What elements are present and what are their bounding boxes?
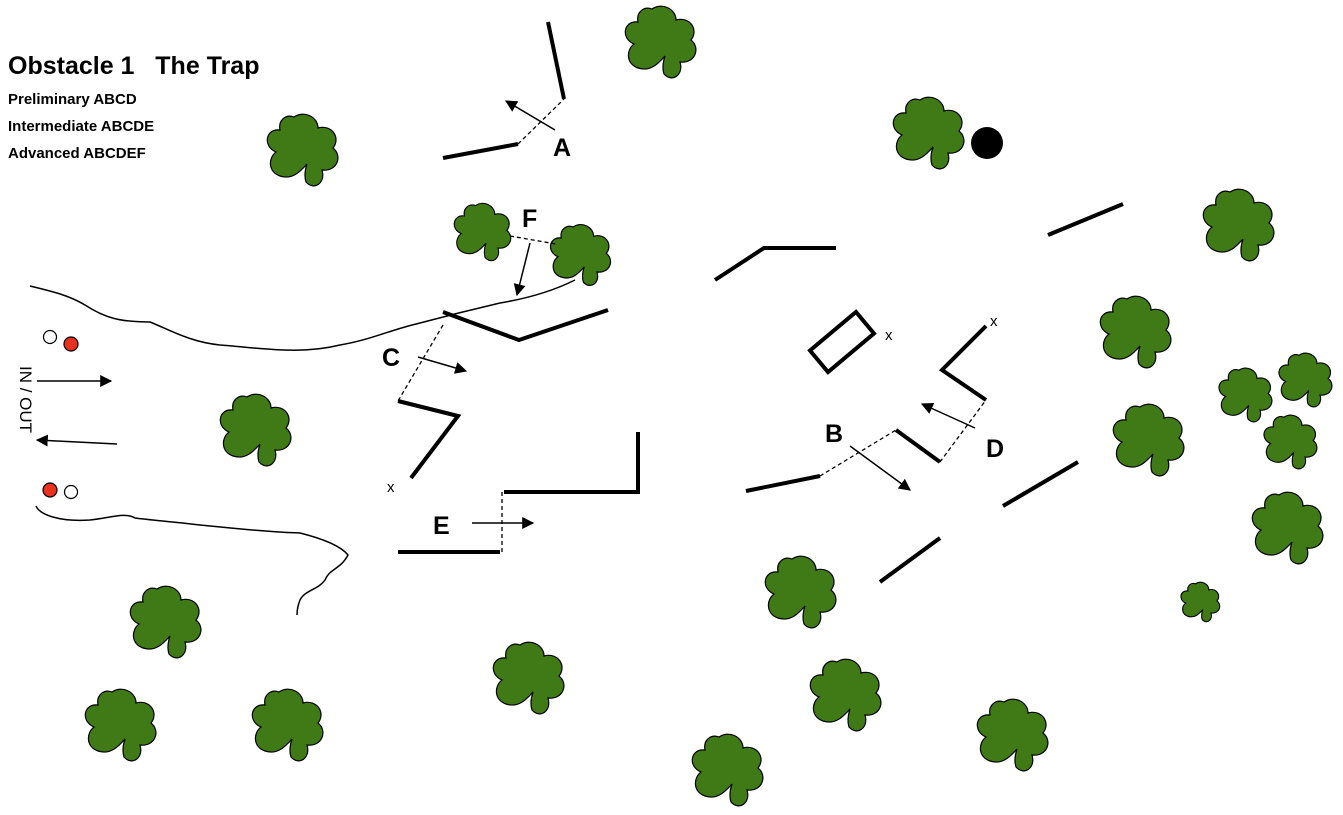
marker-x-d: x — [990, 313, 998, 330]
tree-icon — [624, 5, 697, 79]
tree-icon — [549, 223, 612, 287]
gate-a-line — [517, 98, 565, 145]
gate-label-d: D — [986, 435, 1004, 463]
level-preliminary: Preliminary ABCD — [8, 91, 137, 108]
fence-c-upper — [442, 308, 609, 343]
arrow-b — [849, 445, 911, 491]
fence-b-right — [894, 428, 942, 464]
creek-bank-lower — [35, 505, 349, 616]
gate-d-line — [939, 399, 987, 463]
tree-icon — [1278, 352, 1333, 408]
fence-e-upper — [504, 432, 640, 494]
gate-label-b: B — [825, 420, 843, 448]
gate-label-c: C — [382, 344, 400, 372]
tree-icon — [251, 688, 324, 762]
tree-icon — [492, 641, 565, 715]
fence-right-top — [1047, 202, 1124, 237]
tree-icon — [1112, 403, 1185, 477]
tree-icon — [266, 113, 339, 187]
gate-label-f: F — [522, 205, 537, 233]
fence-a-left — [442, 142, 519, 160]
direction-arrows — [35, 100, 976, 529]
marker-x-c: x — [387, 479, 395, 496]
gate-c-line — [397, 324, 444, 402]
fence-d-upper — [938, 324, 988, 402]
arrow-out — [35, 434, 118, 447]
fence-c-lower — [397, 399, 462, 480]
box-obstacle — [807, 309, 877, 375]
arrow-d — [920, 402, 976, 429]
gate-dashes — [397, 98, 987, 552]
fence-mid-top — [713, 246, 836, 282]
level-intermediate: Intermediate ABCDE — [8, 118, 155, 135]
tree-icon — [691, 733, 764, 807]
tree-icon — [1263, 414, 1318, 470]
creek-bank-upper — [29, 279, 576, 351]
gate-label-a: A — [553, 134, 571, 162]
tree-icon — [976, 698, 1049, 772]
arrow-c — [417, 356, 468, 374]
red-flag-lower — [42, 482, 58, 498]
fence-b-left — [745, 474, 821, 493]
gate-b-line — [819, 429, 897, 477]
level-advanced: Advanced ABCDEF — [8, 145, 146, 162]
tree-icon — [453, 202, 512, 262]
tree-icon — [809, 658, 882, 732]
tree-icon — [219, 393, 292, 467]
obstacle-title: Obstacle 1 The Trap — [8, 52, 260, 80]
fences — [397, 21, 1124, 584]
tree-icon — [764, 555, 837, 629]
black-marker-dot — [971, 127, 1003, 159]
arrow-f — [513, 242, 531, 297]
white-flag-lower — [63, 484, 79, 500]
entrance-label: IN / OUT — [16, 366, 35, 433]
fence-right-mid — [1001, 460, 1080, 508]
tree-icon — [892, 96, 965, 170]
gate-label-e: E — [433, 512, 450, 540]
arrow-a — [504, 100, 556, 131]
gate-f-line — [509, 235, 557, 245]
title-block: Obstacle 1 The Trap Preliminary ABCD Int… — [8, 52, 259, 162]
tree-icon — [1218, 367, 1273, 423]
fence-right-low — [878, 536, 942, 584]
tree-icon — [129, 585, 202, 659]
red-flag-upper — [63, 336, 79, 352]
white-flag-upper — [42, 329, 58, 345]
tree-icon — [1202, 188, 1275, 262]
tree-icon — [1099, 295, 1172, 369]
marker-x-box: x — [885, 327, 893, 344]
tree-icon — [1180, 581, 1221, 623]
tree-icon — [84, 688, 157, 762]
tree-icon — [1251, 491, 1324, 565]
fence-a-right — [546, 21, 566, 100]
